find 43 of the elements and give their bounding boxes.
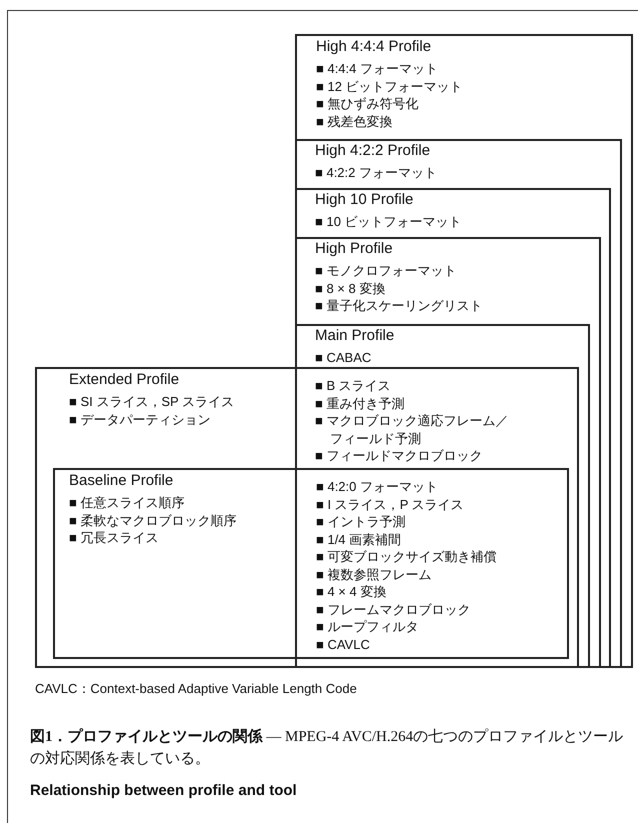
profile-heading: Extended Profile (69, 371, 180, 388)
profile-box (35, 367, 579, 668)
tool-item: ■ 可変ブロックサイズ動き補償 (316, 548, 496, 566)
tool-item: ■ モノクロフォーマット (315, 262, 456, 280)
tool-item: ■ マクロブロック適応フレーム／フィールド予測 (315, 412, 510, 447)
tool-item: ■ 複数参照フレーム (316, 566, 432, 583)
tool-item: ■ CAVLC (316, 636, 370, 653)
tool-item: ■ ループフィルタ (316, 618, 418, 636)
tool-item: ■ フィールドマクロブロック (315, 447, 482, 464)
profile-box (295, 324, 590, 668)
tool-item: ■ 任意スライス順序 (69, 494, 184, 512)
profile-heading: Main Profile (315, 327, 394, 344)
tool-item: ■ 8 × 8 変換 (315, 280, 386, 297)
tool-item: ■ 重み付き予測 (315, 394, 404, 412)
tool-item: ■ SI スライス，SP スライス (69, 393, 234, 410)
figure-caption: 図1．プロファイルとツールの関係 — MPEG-4 AVC/H.264の七つのプロファイルとツールの対応関係を表している。 (30, 727, 624, 769)
tool-item: ■ 量子化スケーリングリスト (315, 297, 482, 314)
tool-item: ■ 4:2:0 フォーマット (316, 478, 438, 496)
footnote-text: CAVLC：Context-based Adaptive Variable Length Code (35, 680, 357, 698)
profile-box (53, 468, 569, 659)
tool-item: ■ 4:2:2 フォーマット (315, 164, 437, 182)
tool-item: ■ 4 × 4 変換 (316, 583, 386, 600)
tool-item: ■ 柔軟なマクロブロック順序 (69, 512, 236, 529)
tool-item: ■ 残差色変換 (316, 112, 392, 130)
tool-item: ■ I スライス，P スライス (316, 496, 464, 513)
profile-heading: High 4:2:2 Profile (315, 142, 430, 160)
tool-item: ■ 10 ビットフォーマット (315, 213, 462, 230)
profile-heading: Baseline Profile (69, 472, 174, 490)
tool-item: ■ 4:4:4 フォーマット (316, 60, 438, 78)
profile-heading: High 4:4:4 Profile (316, 38, 432, 56)
profile-heading: High 10 Profile (315, 191, 414, 208)
profile-heading: High Profile (315, 240, 393, 258)
profile-box (295, 34, 633, 668)
tool-item: ■ データパーティション (69, 410, 210, 428)
tool-item: ■ 冗長スライス (69, 529, 158, 546)
tool-item: ■ B スライス (315, 377, 391, 394)
tool-item: ■ 12 ビットフォーマット (316, 78, 463, 95)
tool-item: ■ フレームマクロブロック (316, 600, 470, 618)
tool-item: ■ 無ひずみ符号化 (316, 95, 418, 112)
tool-item: ■ CABAC (315, 349, 372, 366)
english-caption: Relationship between profile and tool (30, 782, 297, 800)
tool-item: ■ 1/4 画素補間 (316, 530, 402, 548)
tool-item: ■ イントラ予測 (316, 513, 406, 530)
